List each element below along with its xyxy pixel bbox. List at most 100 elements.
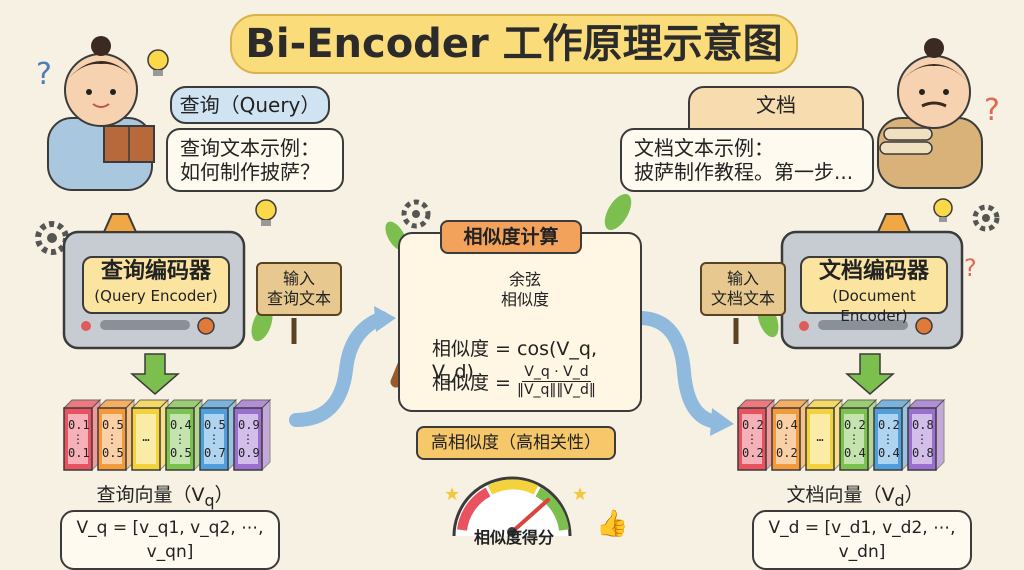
formula-cos-text: 相似度 = cos(V_q, V_d) xyxy=(432,338,597,383)
vector-cell-value: 0.4⋮0.5 xyxy=(170,418,192,460)
query-encoder-title: 查询编码器 xyxy=(100,259,211,284)
cosine-line2: 相似度 xyxy=(500,290,549,309)
vector-cell-top: 0.9 xyxy=(238,418,260,432)
vector-cell-top: 0.2 xyxy=(742,418,764,432)
vector-cell-bottom: 0.2 xyxy=(776,446,798,460)
document-sign-line2: 文档文本 xyxy=(710,289,775,308)
similarity-gauge xyxy=(452,476,572,537)
vector-cell-dots: ⋮ xyxy=(242,432,254,446)
down-arrow-icon xyxy=(844,353,896,395)
query-vector-label-text: 查询向量（V xyxy=(96,484,205,506)
high-similarity-banner: 高相似度（高相关性） xyxy=(416,426,616,460)
document-encoder-title: 文档编码器 xyxy=(818,259,929,284)
vector-cell-bottom: 0.1 xyxy=(68,446,90,460)
question-mark-icon: ? xyxy=(984,93,1000,128)
vector-cell-dots: ⋮ xyxy=(848,432,860,446)
cosine-label: 余弦 相似度 xyxy=(490,270,560,310)
lightbulb-icon xyxy=(255,199,277,226)
query-sign-line2: 查询文本 xyxy=(266,289,331,308)
vector-cell-value: 0.2⋮0.4 xyxy=(878,418,900,460)
document-character-illustration xyxy=(877,38,983,189)
similarity-formula-fraction: 相似度 = V_q · V_d ‖V_q‖‖V_d‖ xyxy=(432,364,632,399)
document-vector-label-sub: d xyxy=(894,490,905,510)
similarity-banner: 相似度计算 xyxy=(440,220,582,254)
vector-cell-bottom: 0.7 xyxy=(204,446,226,460)
vector-cell-top: 0.4 xyxy=(170,418,192,432)
gauge-needle xyxy=(510,498,550,534)
vector-block-face xyxy=(844,414,864,464)
gear-icon xyxy=(35,221,69,255)
down-arrow-icon xyxy=(129,353,181,395)
vector-block-side xyxy=(935,398,945,472)
vector-cell-dots: ⋮ xyxy=(72,432,84,446)
formula-denominator: ‖V_q‖‖V_d‖ xyxy=(516,382,596,398)
document-vector-label-end: ） xyxy=(904,484,924,506)
vector-cell-dots: ⋮ xyxy=(746,432,758,446)
vector-cell-top: 0.2 xyxy=(878,418,900,432)
query-encoder-label: 查询编码器 (Query Encoder) xyxy=(82,256,230,314)
vector-cell-value: 0.8⋮0.8 xyxy=(912,418,934,460)
vector-cell-top: 0.5 xyxy=(102,418,124,432)
lightbulb-icon xyxy=(147,49,169,76)
vector-cell-value: 0.4⋮0.2 xyxy=(776,418,798,460)
vector-cell-top: 0.1 xyxy=(68,418,90,432)
query-vector-label-end: ） xyxy=(214,484,234,506)
vector-block-face xyxy=(102,414,122,464)
vector-cell-top: 0.2 xyxy=(844,418,866,432)
document-example-text: 披萨制作教程。第一步... xyxy=(634,160,854,184)
vector-cell-top: 0.4 xyxy=(776,418,798,432)
vector-block-face xyxy=(742,414,762,464)
vector-cell-top: 0.5 xyxy=(204,418,226,432)
vector-cell-top: … xyxy=(816,430,824,444)
formula-numerator: V_q · V_d xyxy=(522,364,591,382)
vector-cell-dots: ⋮ xyxy=(916,432,928,446)
question-mark-icon: ? xyxy=(36,57,52,92)
vector-cell-value: 0.5⋮0.7 xyxy=(204,418,226,460)
vector-cell-bottom: 0.2 xyxy=(742,446,764,460)
star-icon: ★ xyxy=(572,484,588,505)
vector-block-face xyxy=(170,414,190,464)
query-vector-blocks xyxy=(62,398,272,472)
vector-block-face xyxy=(776,414,796,464)
similarity-to-document-arrow xyxy=(635,311,725,429)
vector-cell-bottom: 0.5 xyxy=(102,446,124,460)
vector-cell-dots: ⋮ xyxy=(208,432,220,446)
similarity-formula-cos: 相似度 = cos(V_q, V_d) xyxy=(432,334,632,383)
vector-cell-top: 0.8 xyxy=(912,418,934,432)
vector-cell-value: … xyxy=(136,430,156,444)
document-example-bubble: 文档文本示例： 披萨制作教程。第一步... xyxy=(620,128,874,192)
document-vector-label-text: 文档向量（V xyxy=(786,484,895,506)
query-vector-label: 查询向量（Vq） xyxy=(90,480,240,510)
document-example-heading: 文档文本示例： xyxy=(634,136,774,160)
vector-cell-dots: ⋮ xyxy=(174,432,186,446)
vector-block-face xyxy=(912,414,932,464)
similarity-panel xyxy=(398,232,642,412)
query-example-text: 如何制作披萨？ xyxy=(180,160,320,184)
query-sign-line1: 输入 xyxy=(282,269,315,288)
vector-cell-bottom: 0.9 xyxy=(238,446,260,460)
gear-icon xyxy=(401,199,431,229)
gear-icon xyxy=(972,204,1000,232)
vector-cell-dots: ⋮ xyxy=(106,432,118,446)
vector-block-face xyxy=(68,414,88,464)
vector-cell-value: 0.2⋮0.2 xyxy=(742,418,764,460)
query-input-sign: 输入 查询文本 xyxy=(256,262,342,316)
vector-block-side xyxy=(261,398,271,472)
document-input-sign: 输入 文档文本 xyxy=(700,262,786,316)
document-vector-blocks xyxy=(736,398,946,472)
document-vector-formula: V_d = [v_d1, v_d2, ⋯, v_dn] xyxy=(752,510,972,570)
query-example-heading: 查询文本示例： xyxy=(180,136,320,160)
document-vector-label: 文档向量（Vd） xyxy=(780,480,930,510)
page-title: Bi-Encoder 工作原理示意图 xyxy=(230,14,798,74)
vector-cell-dots: ⋮ xyxy=(780,432,792,446)
query-vector-label-sub: q xyxy=(204,490,215,510)
vector-cell-bottom: 0.5 xyxy=(170,446,192,460)
vector-cell-value: 0.9⋮0.9 xyxy=(238,418,260,460)
vector-cell-bottom: 0.4 xyxy=(844,446,866,460)
vector-cell-value: 0.2⋮0.4 xyxy=(844,418,866,460)
lightbulb-icon xyxy=(933,198,953,222)
document-encoder-label: 文档编码器 (Document Encoder) xyxy=(800,256,948,325)
query-encoder-subtitle: (Query Encoder) xyxy=(94,287,218,305)
thumbs-up-icon: 👍 xyxy=(596,508,628,539)
